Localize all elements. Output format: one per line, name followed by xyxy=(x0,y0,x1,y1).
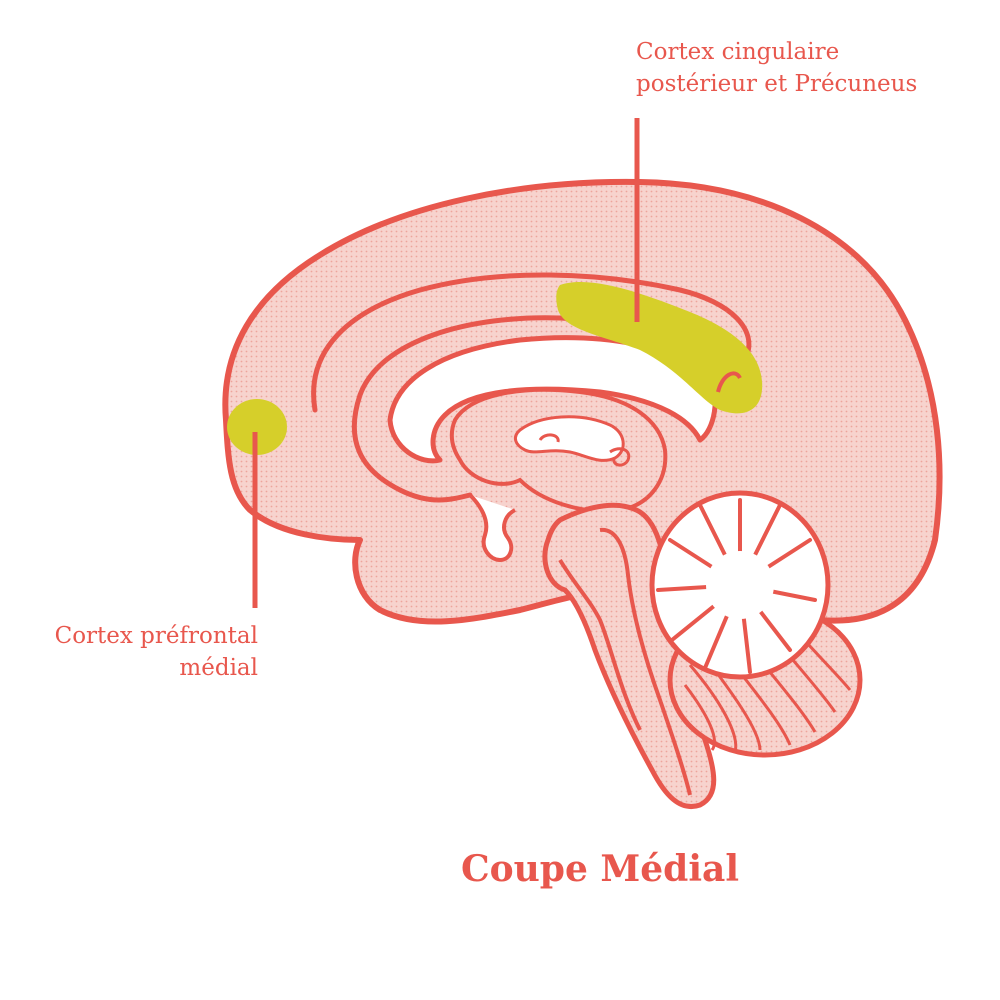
pcc-label-line1: Cortex cingulaire xyxy=(636,39,840,65)
small-curl-2 xyxy=(609,447,631,467)
brainstem-inner xyxy=(599,527,692,796)
pcc-highlight xyxy=(556,282,763,414)
pcc-highlight-curl xyxy=(716,371,742,393)
cerebellum xyxy=(649,490,863,758)
brainstem-front xyxy=(558,558,642,731)
mpfc-label-line1: Cortex préfrontal xyxy=(54,623,258,649)
pcc-label-line2: postérieur et Précuneus xyxy=(636,71,918,97)
diagram-caption: Coupe Médial xyxy=(460,848,740,890)
pcc-label: Cortex cingulaire postérieur et Précuneu… xyxy=(636,36,917,100)
third-ventricle xyxy=(513,415,625,462)
pituitary-notch xyxy=(468,493,517,563)
corpus-callosum xyxy=(387,335,718,464)
mpfc-label-line2: médial xyxy=(179,655,258,681)
small-curl xyxy=(538,433,560,443)
mpfc-label: Cortex préfrontal médial xyxy=(8,620,258,684)
mpfc-highlight xyxy=(227,399,287,455)
